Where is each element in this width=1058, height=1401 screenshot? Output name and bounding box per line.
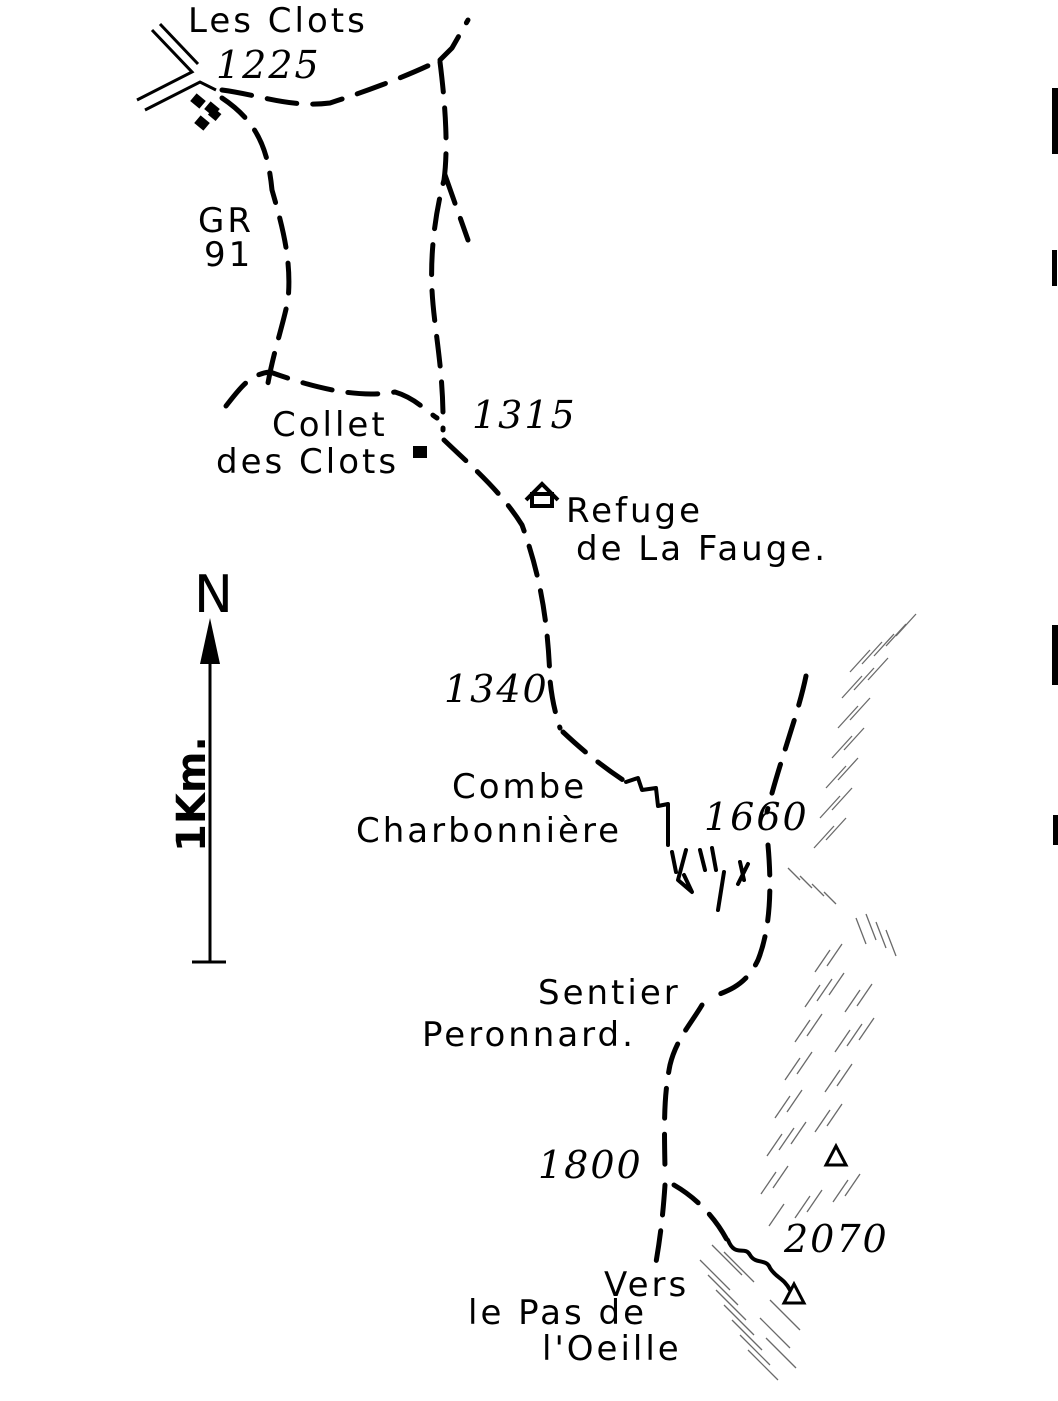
label-collet-line2: des Clots [216,442,399,482]
scale-bar-label: 1Km. [169,736,215,852]
place-labels: Les Clots GR 91 Collet des Clots Refuge … [188,1,828,1369]
north-label: N [194,565,233,625]
altitude-labels: 1225 1315 1340 1660 1800 2070 [216,43,889,1261]
north-arrow-icon [200,618,220,664]
label-refuge-line1: Refuge [566,491,703,531]
altitude-les-clots: 1225 [216,43,321,87]
trail-2070-spur [671,1182,731,1245]
refuge-hut-icon [524,481,560,508]
trail-sentier-upper [709,842,773,1000]
label-vers-line3: l'Oeille [542,1329,682,1369]
trail-collet-arc [223,369,440,421]
trail-east-descent [429,59,449,433]
collet-building-icon [413,446,427,458]
trail-north-branch [437,17,471,63]
label-combe-line2: Charbonnière [356,811,622,851]
cliff-hatching [699,613,917,1381]
trail-1660-north [764,673,809,815]
label-gr-line2: 91 [204,235,253,275]
trail-network [219,17,809,1271]
trail-gr91 [219,95,292,398]
altitude-sentier: 1800 [538,1143,643,1187]
altitude-collet: 1315 [472,393,577,437]
label-les-clots: Les Clots [188,1,368,41]
label-gr-line1: GR [198,201,254,241]
trail-spur [442,172,471,243]
label-vers-line1: Vers [604,1265,689,1305]
village-buildings [190,93,222,131]
summit-triangle-icon [823,1142,849,1167]
altitude-mid: 1340 [444,667,549,711]
summit-2070-triangle-icon [781,1280,807,1305]
scan-edge-marks [1052,88,1058,845]
altitude-combe: 1660 [704,795,809,839]
trail-refuge-descent [441,437,563,731]
label-collet-line1: Collet [272,405,388,445]
trail-sentier-middle [662,1002,705,1171]
altitude-summit: 2070 [783,1217,889,1261]
road [136,22,217,112]
rough-path [624,776,792,1292]
trail-les-clots-east [219,57,443,107]
trail-combe-approach [560,729,629,785]
label-sentier-line2: Peronnard. [422,1015,636,1055]
label-combe-line1: Combe [452,767,587,807]
label-sentier-line1: Sentier [538,973,681,1013]
north-arrow-scale: N 1Km. [169,565,233,964]
trail-vers-pas [652,1182,668,1271]
label-refuge-line2: de La Fauge. [576,529,828,569]
label-vers-line2: le Pas de [468,1293,647,1333]
